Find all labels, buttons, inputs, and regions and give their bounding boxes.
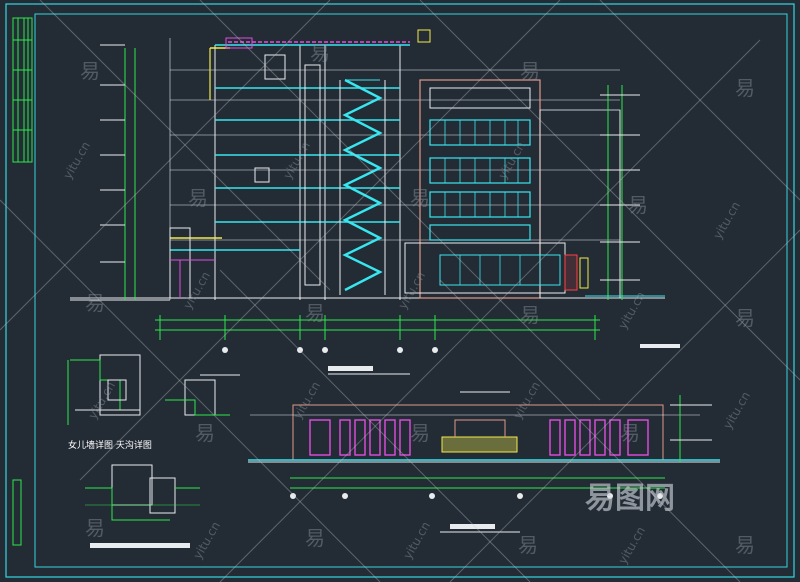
watermark-glyph: 易 bbox=[410, 421, 430, 445]
main-dimension-line bbox=[155, 315, 600, 353]
sheet-inner-frame bbox=[34, 13, 788, 568]
watermark-glyph: 易 bbox=[195, 421, 215, 445]
watermark-glyph: 易 bbox=[188, 186, 208, 210]
watermark-glyph: 易 bbox=[735, 533, 755, 557]
caption-bars bbox=[90, 344, 680, 548]
sheet-outer-frame bbox=[5, 3, 795, 578]
watermark-glyph: 易 bbox=[410, 186, 430, 210]
watermark-site: yitu.cn bbox=[60, 139, 93, 181]
watermark-glyph: 易 bbox=[518, 533, 538, 557]
title-block-strip bbox=[12, 17, 33, 546]
watermark-logo: 易图网 bbox=[585, 481, 675, 516]
detail-drawing-bottom bbox=[85, 464, 200, 521]
detail-caption: 女儿墙详图 天沟详图 bbox=[68, 439, 152, 451]
watermark-site: yitu.cn bbox=[720, 389, 753, 431]
watermark-glyph: 易 bbox=[520, 59, 540, 83]
staircase-section bbox=[339, 78, 386, 295]
watermark-glyph: 易 bbox=[85, 516, 105, 540]
watermark-site: yitu.cn bbox=[280, 139, 313, 181]
right-elevation-building bbox=[404, 79, 621, 299]
watermark-glyph: 易 bbox=[735, 306, 755, 330]
watermark-site: yitu.cn bbox=[615, 524, 648, 566]
detail-drawing-left bbox=[67, 354, 240, 425]
watermark-glyph: 易 bbox=[735, 76, 755, 100]
right-level-marks bbox=[585, 85, 665, 300]
watermark-glyph: 易 bbox=[520, 303, 540, 327]
section-left-building bbox=[70, 29, 665, 301]
watermark-glyph: 易 bbox=[628, 193, 648, 217]
watermark-glyph: 易 bbox=[620, 421, 640, 445]
watermark-site: yitu.cn bbox=[710, 199, 743, 241]
watermark-site: yitu.cn bbox=[180, 269, 213, 311]
watermark-glyph: 易 bbox=[305, 301, 325, 325]
watermark-glyph: 易 bbox=[80, 59, 100, 83]
watermark-site: yitu.cn bbox=[400, 519, 433, 561]
watermark-glyph: 易 bbox=[85, 291, 105, 315]
watermark-glyph: 易 bbox=[310, 41, 330, 65]
watermark-glyph: 易 bbox=[305, 526, 325, 550]
lower-elevation bbox=[248, 395, 720, 499]
watermark-site: yitu.cn bbox=[190, 519, 223, 561]
